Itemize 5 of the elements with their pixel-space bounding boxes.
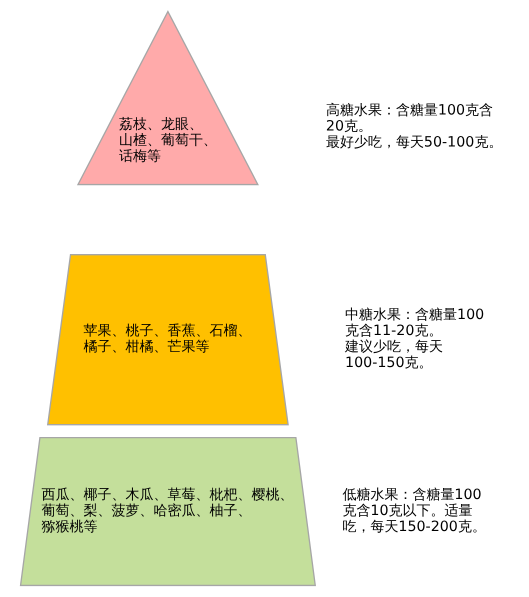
node-label: 最好少吃，每天50-100克。: [326, 134, 502, 150]
node-label: 建议少吃，每天100-150克。: [345, 339, 444, 372]
node-label: 低糖水果：含糖量100克含10克以下。适量吃，每天150-200克。: [342, 486, 486, 535]
node-label: 高糖水果：含糖量100克含20克。: [326, 102, 494, 134]
node-label: 中糖水果：含糖量100克含11-20克。: [345, 307, 484, 340]
